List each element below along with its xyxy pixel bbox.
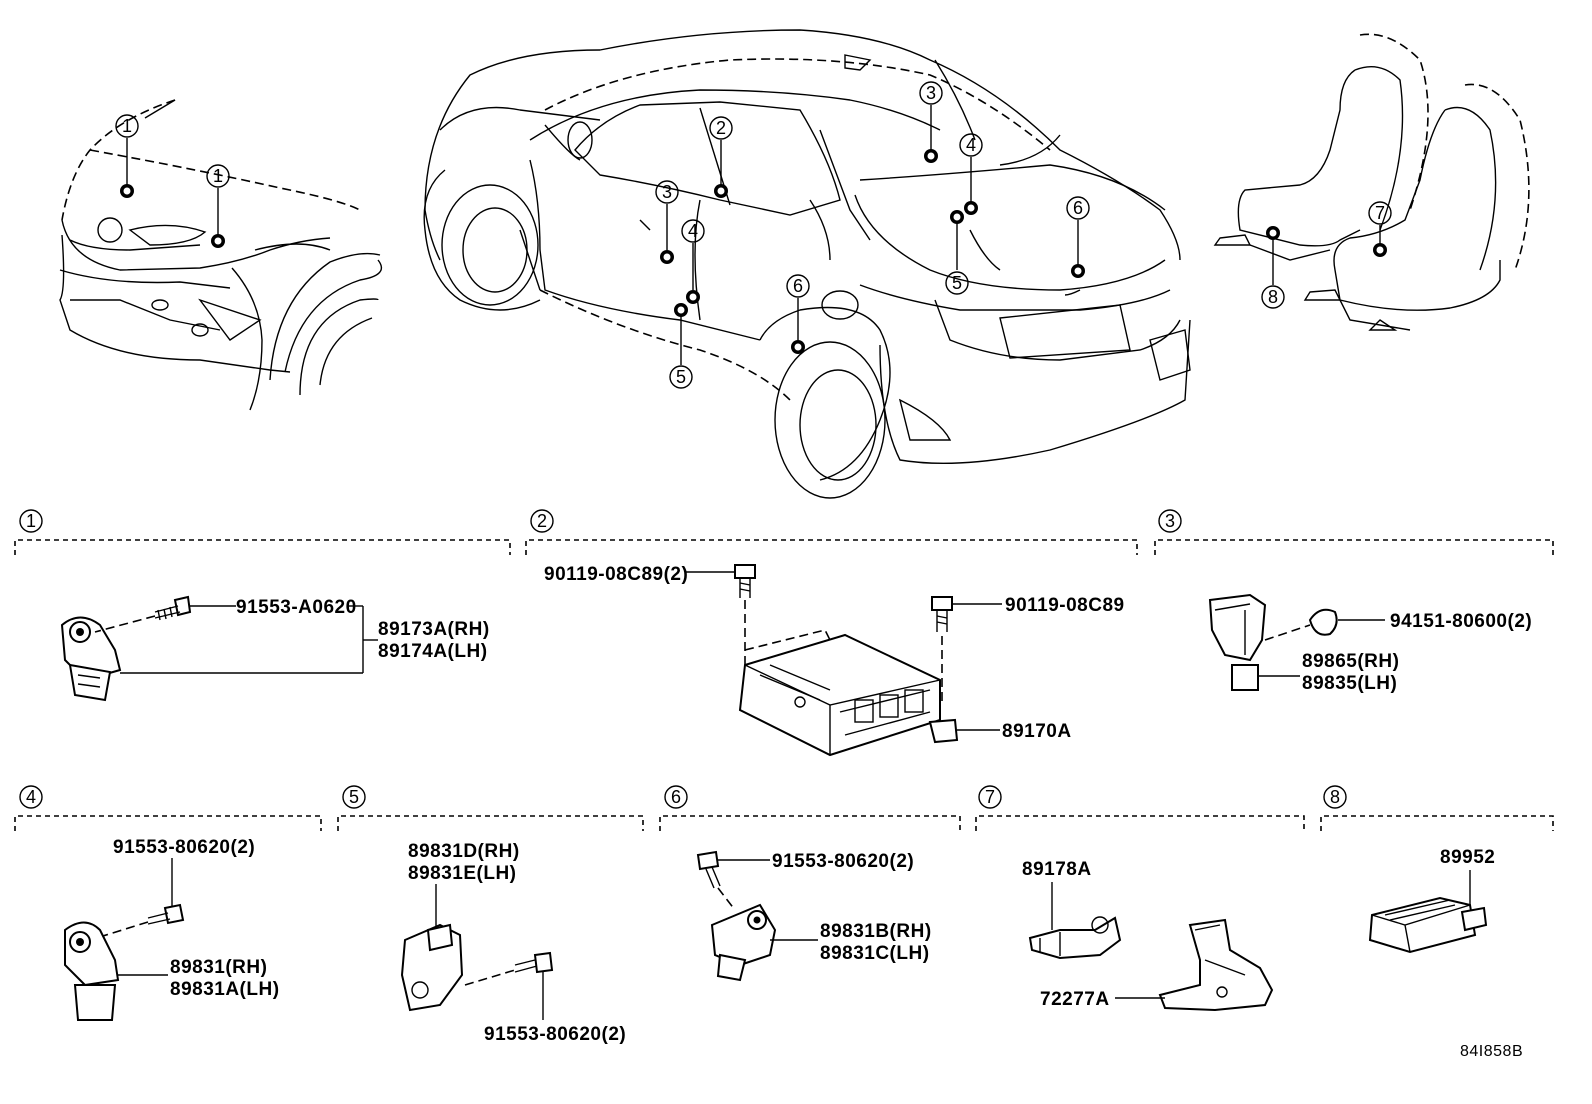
svg-text:6: 6 (671, 787, 681, 807)
label-94151-80600-2: 94151-80600(2) (1390, 611, 1532, 632)
svg-text:5: 5 (349, 787, 359, 807)
section-header-8: 8 (1320, 785, 1554, 831)
section-1-parts: 91553-A0620 89173A(RH) 89174A(LH) (60, 595, 490, 702)
label-89831D-RH: 89831D(RH) (408, 841, 520, 862)
callout-8: 8 (1261, 285, 1285, 309)
callout-6a: 6 (1066, 196, 1090, 220)
bolt-6-drawing (696, 850, 721, 889)
callout-4b: 4 (681, 219, 705, 243)
label-91553-A0620: 91553-A0620 (236, 597, 357, 618)
callout-dots (120, 149, 1387, 354)
svg-text:8: 8 (1330, 787, 1340, 807)
sensor-5-drawing (400, 923, 464, 1012)
callout-4a: 4 (959, 133, 983, 157)
section-header-2: 2 (525, 509, 1138, 555)
section-6-parts: 91553-80620(2) 89831B(RH) 89831C(LH) (696, 850, 932, 982)
label-89831A-LH: 89831A(LH) (170, 979, 280, 1000)
callout-5b: 5 (669, 365, 693, 389)
callout-6b: 6 (786, 274, 810, 298)
label-89831B-RH: 89831B(RH) (820, 921, 932, 942)
bolt-5-drawing (514, 951, 554, 974)
label-91553-80620-2-sec4: 91553-80620(2) (113, 837, 255, 858)
svg-text:2: 2 (537, 511, 547, 531)
section-header-1: 1 (14, 509, 511, 555)
sensor-1-drawing (60, 616, 122, 702)
label-89952: 89952 (1440, 847, 1495, 868)
section-header-3: 3 (1154, 509, 1554, 555)
bolt-1-drawing (154, 595, 192, 621)
svg-text:6: 6 (1073, 198, 1083, 218)
seats-view (1213, 33, 1530, 331)
callout-3b: 3 (655, 180, 679, 204)
svg-text:3: 3 (1165, 511, 1175, 531)
label-90119-08C89-2: 90119-08C89(2) (544, 564, 688, 585)
label-72277A: 72277A (1040, 989, 1110, 1010)
callout-1b: 1 (206, 164, 230, 188)
section-header-6: 6 (659, 785, 961, 831)
svg-text:4: 4 (688, 221, 698, 241)
svg-text:1: 1 (26, 511, 36, 531)
svg-text:5: 5 (952, 273, 962, 293)
section-8-parts: 89952 (1368, 847, 1495, 954)
svg-text:1: 1 (213, 166, 223, 186)
callout-1a: 1 (115, 114, 139, 138)
section-header-5: 5 (337, 785, 644, 831)
bolt-2a-drawing (734, 564, 756, 598)
svg-text:7: 7 (985, 787, 995, 807)
label-91553-80620-2-sec6: 91553-80620(2) (772, 851, 914, 872)
module-8-drawing (1368, 896, 1488, 954)
svg-text:4: 4 (966, 135, 976, 155)
sensor-4-drawing (64, 921, 120, 1021)
callout-7: 7 (1368, 201, 1392, 225)
label-90119-08C89: 90119-08C89 (1005, 595, 1125, 616)
svg-text:1: 1 (122, 116, 132, 136)
front-car-view (59, 99, 383, 411)
svg-text:2: 2 (716, 118, 726, 138)
section-header-7: 7 (975, 785, 1305, 831)
sensor-7-drawing (1028, 916, 1122, 960)
label-89178A: 89178A (1022, 859, 1092, 880)
svg-text:3: 3 (662, 182, 672, 202)
svg-text:4: 4 (26, 787, 36, 807)
svg-text:8: 8 (1268, 287, 1278, 307)
label-89831E-LH: 89831E(LH) (408, 863, 517, 884)
bolt-2b-drawing (931, 596, 953, 632)
section-header-4: 4 (14, 785, 322, 831)
diagram-code: 84I858B (1460, 1043, 1523, 1060)
label-91553-80620-2-sec5: 91553-80620(2) (484, 1024, 626, 1045)
svg-text:5: 5 (676, 367, 686, 387)
callout-5a: 5 (945, 271, 969, 295)
nut-3-drawing (1308, 608, 1338, 636)
sensor-6-drawing (710, 903, 777, 982)
airbag-ecu-drawing (738, 633, 959, 757)
label-89174A-LH: 89174A(LH) (378, 641, 488, 662)
bracket-72277A-drawing (1158, 918, 1274, 1012)
callout-2: 2 (709, 116, 733, 140)
section-4-parts: 91553-80620(2) 89831(RH) 89831A(LH) (64, 837, 280, 1021)
label-89173A-RH: 89173A(RH) (378, 619, 490, 640)
sensor-3-drawing (1208, 593, 1267, 691)
section-5-parts: 89831D(RH) 89831E(LH) 91553-80620(2) (400, 841, 626, 1045)
bolt-4-drawing (147, 903, 185, 925)
svg-text:7: 7 (1375, 203, 1385, 223)
label-89831C-LH: 89831C(LH) (820, 943, 930, 964)
section-7-parts: 89178A 72277A (1022, 859, 1274, 1012)
callout-leaders (126, 99, 1381, 365)
svg-text:3: 3 (926, 83, 936, 103)
label-89835-LH: 89835(LH) (1302, 673, 1397, 694)
section-3-parts: 94151-80600(2) 89865(RH) 89835(LH) (1208, 593, 1532, 694)
label-89170A: 89170A (1002, 721, 1072, 742)
main-car-view (423, 29, 1191, 499)
label-89865-RH: 89865(RH) (1302, 651, 1399, 672)
callout-3a: 3 (919, 81, 943, 105)
svg-text:6: 6 (793, 276, 803, 296)
label-89831-RH: 89831(RH) (170, 957, 267, 978)
section-2-parts: 90119-08C89(2) 90119-08C89 89170A (544, 564, 1125, 757)
